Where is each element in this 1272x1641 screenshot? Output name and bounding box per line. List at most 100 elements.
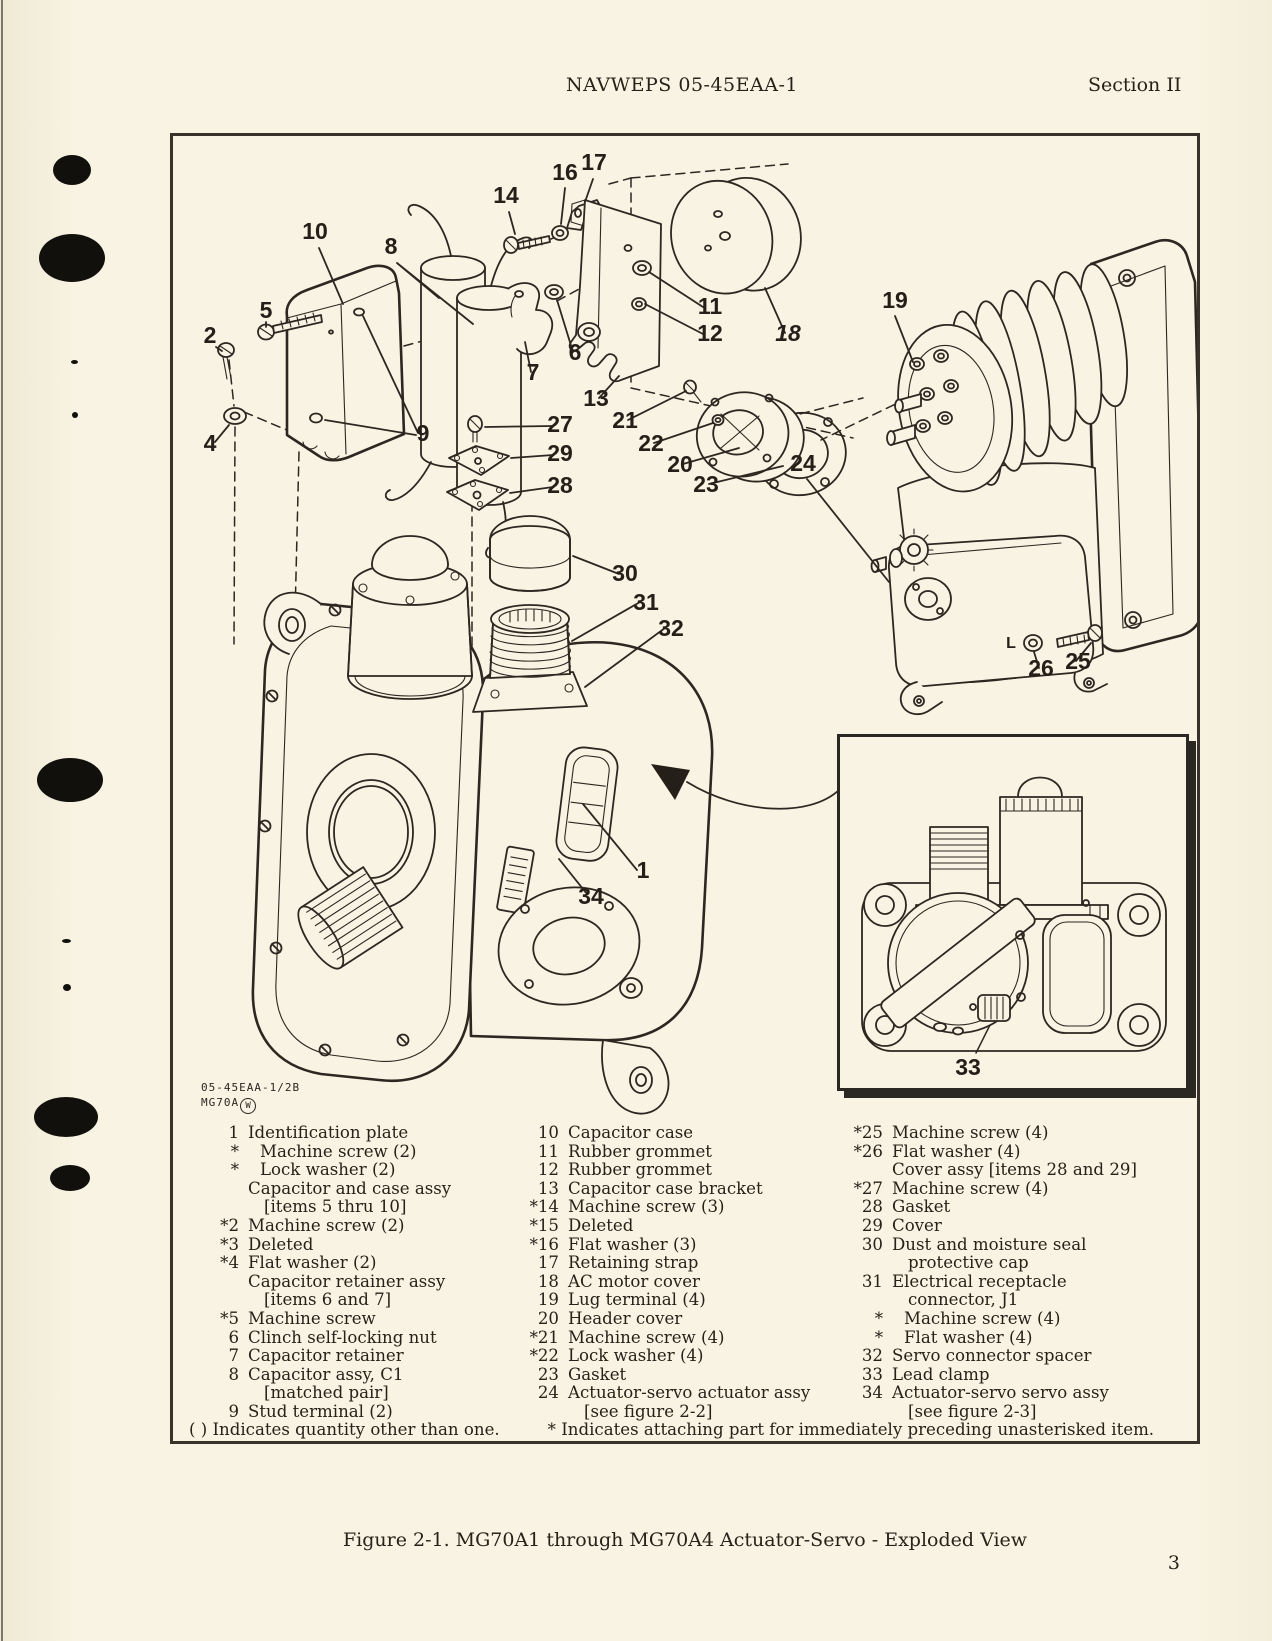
parts-list-item: protective cap [835,1254,1195,1273]
part-number: *21 [529,1327,559,1347]
part-description: Clinch self-locking nut [248,1327,437,1347]
part-description: Cover assy [items 28 and 29] [892,1160,1137,1180]
figure-caption: Figure 2-1. MG70A1 through MG70A4 Actuat… [342,1529,1028,1551]
callout-5: 5 [260,297,273,323]
callout-19: 19 [882,287,908,313]
inset-detail-drawing: 33 [861,776,1167,1080]
part-description: Machine screw (4) [568,1327,725,1347]
callout-30: 30 [612,560,638,586]
gear-drawing [870,528,934,573]
part-number: *15 [529,1215,559,1235]
part-number: 17 [537,1253,559,1273]
part-number [191,1291,248,1310]
scan-edge [1,0,3,1641]
part-number: *25 [853,1123,883,1142]
callout-28: 28 [547,472,573,498]
part-number: 23 [537,1364,559,1384]
part-number: * [874,1327,883,1347]
part-number: 24 [537,1383,559,1403]
part-number: *26 [853,1141,883,1161]
parts-list-item: [items 5 thru 10] [191,1198,506,1217]
binding-mark [72,412,78,418]
part-description: Machine screw [248,1308,376,1328]
callout-22: 22 [638,430,664,456]
part-description: [items 5 thru 10] [264,1197,407,1217]
part-description: Rubber grommet [568,1160,712,1180]
binding-mark [53,155,91,185]
part-description: Capacitor retainer [248,1346,404,1366]
parts-list-item: [matched pair] [191,1384,506,1403]
part-description: Machine screw (4) [892,1123,1049,1142]
part-number [191,1384,248,1403]
part-number [191,1273,248,1292]
part-number: *3 [220,1234,239,1254]
part-number: 19 [537,1290,559,1310]
callout-16: 16 [552,159,578,185]
callout-33: 33 [955,1054,981,1080]
part-description: Lead clamp [892,1364,990,1384]
part-description: Cover [892,1215,942,1235]
capacitor-case-bracket-drawing [568,199,662,383]
part-number [191,1180,248,1199]
capacitor-assy-drawing [384,203,534,559]
part-description: Machine screw (2) [248,1215,405,1235]
lug-terminals-drawing [886,349,959,446]
part-description: Flat washer (3) [568,1234,697,1254]
ac-motor-cover-drawing [670,176,802,295]
binding-mark [34,1097,98,1137]
binding-mark [39,234,105,282]
callout-26: 26 [1028,655,1054,681]
part-description: AC motor cover [568,1271,700,1291]
callout-1: 1 [637,857,650,883]
part-description: Capacitor retainer assy [248,1271,446,1291]
machine-screw-14-drawing [503,235,551,254]
binding-mark [37,758,103,802]
part-description: Lock washer (2) [260,1160,396,1180]
part-description: protective cap [908,1253,1029,1273]
capacitor-case-drawing [285,264,406,462]
callout-2: 2 [204,322,217,348]
part-description: Dust and moisture seal [892,1234,1087,1254]
inset-detail-box: 33 [837,734,1189,1091]
part-number: *14 [529,1197,559,1217]
part-description: Retaining strap [568,1253,699,1273]
flat-washer-16-drawing [551,225,569,241]
callout-L: L [1006,635,1016,652]
flat-washer-26-drawing [1023,634,1043,652]
part-description: [see figure 2-3] [908,1401,1037,1421]
servo-assy-drawing [251,515,714,1115]
part-description: Gasket [892,1197,951,1217]
part-number [835,1291,892,1310]
part-number: 30 [861,1234,883,1254]
leader-lines [214,178,1092,895]
parts-list-item: *Machine screw (4) [835,1309,1195,1329]
callout-4: 4 [204,430,217,456]
callout-14: 14 [493,182,519,208]
part-number: *2 [220,1215,239,1235]
callout-8: 8 [385,233,398,259]
part-number [191,1198,248,1217]
part-description: Lock washer (4) [568,1346,704,1366]
part-description: Stud terminal (2) [248,1401,393,1421]
part-number: 8 [228,1364,239,1384]
parts-list-item: *25 Machine screw (4) [835,1123,1195,1143]
part-description: [items 6 and 7] [264,1290,392,1310]
part-number: 18 [537,1271,559,1291]
part-description: Identification plate [248,1123,409,1142]
dust-cap-drawing [489,515,571,592]
